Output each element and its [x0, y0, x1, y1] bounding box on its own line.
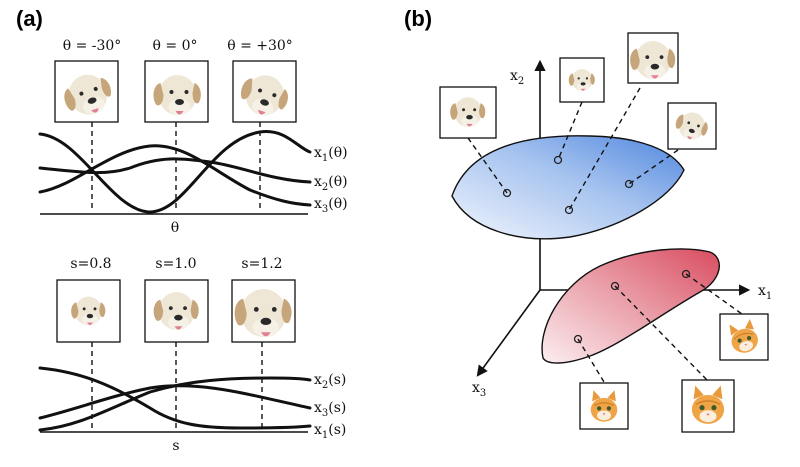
- dog-manifold: [451, 135, 685, 240]
- cat-image-b-2: [579, 382, 629, 430]
- dog-image-rot-neg30: [54, 60, 119, 123]
- dog-image-b-1: [439, 86, 497, 139]
- dog-image-b-4: [667, 102, 717, 150]
- dog-image-rot-0: [144, 60, 209, 123]
- label-x3-s: x3(s): [314, 400, 346, 419]
- rotation-caption-3: θ = +30°: [227, 38, 293, 54]
- link-cat-1: [685, 273, 743, 315]
- scale-caption-2: s=1.0: [155, 256, 196, 272]
- rotation-axis-label: θ: [171, 220, 179, 236]
- label-x2-theta: x2(θ): [314, 174, 348, 193]
- scale-axis-label: s: [172, 438, 179, 454]
- cat-image-b-3: [681, 379, 735, 433]
- dog-image-scale-0.8: [56, 279, 121, 343]
- axis-x3-label: x3: [472, 380, 486, 399]
- point-dog-1: [502, 188, 512, 198]
- label-x1-s: x1(s): [314, 422, 346, 441]
- axis-x3: [476, 289, 541, 377]
- link-dog-2: [557, 101, 583, 161]
- dog-image-b-3: [627, 32, 679, 84]
- point-dog-4: [624, 179, 634, 189]
- link-cat-2: [614, 285, 708, 381]
- panel-b-label: (b): [404, 6, 432, 31]
- label-x1-theta: x1(θ): [314, 145, 348, 164]
- point-cat-1: [681, 269, 691, 279]
- dog-image-b-2: [559, 57, 605, 103]
- scale-caption-1: s=0.8: [70, 256, 111, 272]
- point-dog-2: [553, 155, 563, 165]
- cat-image-b-1: [719, 313, 769, 361]
- panel-a-label: (a): [16, 6, 43, 31]
- point-cat-3: [573, 334, 583, 344]
- dog-image-scale-1.0: [144, 279, 209, 343]
- label-x3-theta: x3(θ): [314, 196, 348, 215]
- curve-x1-theta: [38, 130, 312, 214]
- dog-image-scale-1.2: [231, 279, 296, 343]
- link-dog-3: [568, 87, 641, 211]
- link-dog-1: [467, 137, 508, 194]
- point-dog-3: [564, 205, 574, 215]
- curve-x2-theta: [38, 157, 312, 184]
- curve-x1-s: [38, 366, 312, 430]
- curve-x3-s: [38, 384, 312, 420]
- curve-x2-s: [38, 376, 312, 432]
- scale-caption-3: s=1.2: [241, 256, 282, 272]
- rotation-caption-2: θ = 0°: [153, 38, 198, 54]
- curve-x3-theta: [38, 144, 312, 207]
- dog-image-rot-pos30: [232, 60, 297, 123]
- cat-manifold: [541, 248, 720, 364]
- rotation-caption-1: θ = -30°: [63, 38, 122, 54]
- link-dog-4: [628, 149, 679, 185]
- axis-x1-label: x1: [758, 283, 772, 302]
- point-cat-2: [610, 281, 620, 291]
- axis-x2-label: x2: [510, 68, 524, 87]
- label-x2-s: x2(s): [314, 372, 346, 391]
